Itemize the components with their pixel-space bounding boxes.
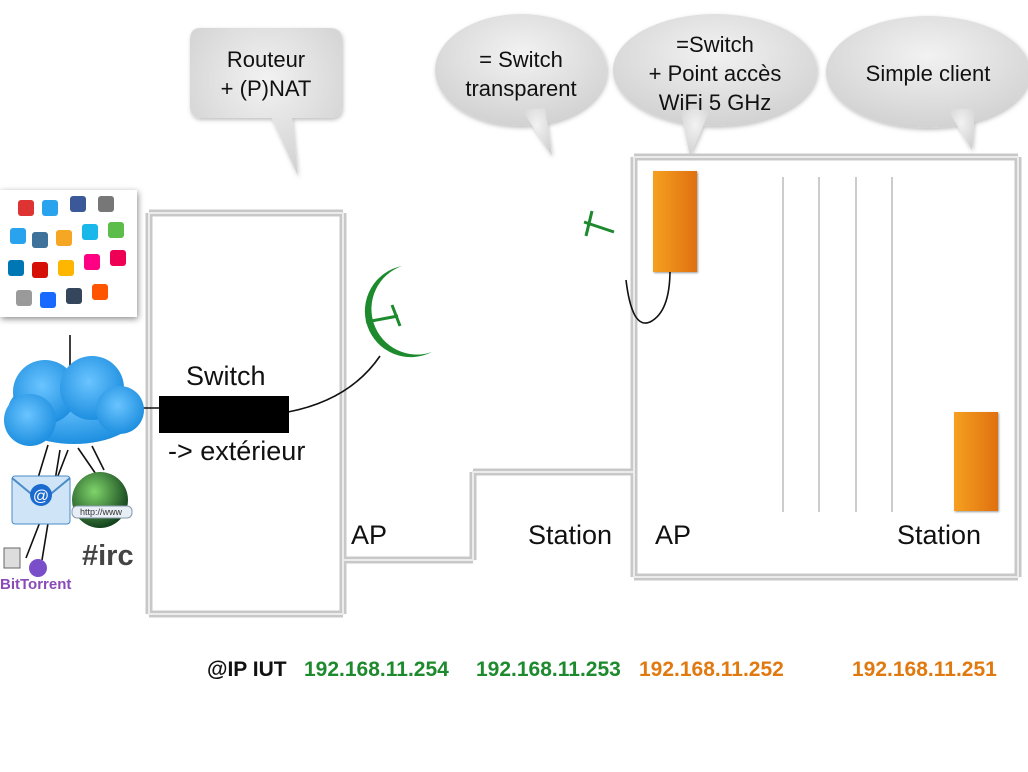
app-icon-3 <box>110 250 126 266</box>
antenna-right-icon <box>556 176 629 278</box>
internet-cloud-icon <box>4 335 160 561</box>
soundcloud-icon <box>92 284 108 300</box>
flickr-icon <box>84 254 100 270</box>
bubble-client <box>826 16 1028 150</box>
instagram-icon <box>32 232 48 248</box>
email-icon: @ <box>11 475 71 525</box>
ap-right-label: AP <box>655 520 692 550</box>
ip-address-253: 192.168.11.253 <box>476 658 621 681</box>
vimeo-icon <box>82 224 98 240</box>
client-lines <box>782 177 893 512</box>
ip-address-254: 192.168.11.254 <box>304 658 449 681</box>
cable-switch-antenna <box>287 355 381 413</box>
ap-device <box>653 171 697 272</box>
app-icon-1 <box>10 228 26 244</box>
youtube-icon <box>18 200 34 216</box>
ip-address-252: 192.168.11.252 <box>639 658 784 681</box>
bubble-router <box>190 28 342 176</box>
ap-left-label: AP <box>351 520 388 550</box>
ip-address-251: 192.168.11.251 <box>852 658 997 681</box>
wordpress-icon <box>98 196 114 212</box>
www-label: http://www <box>80 507 123 517</box>
bubble-transparent <box>435 14 607 156</box>
bubble-transparent-text: = Switch transparent <box>465 47 577 101</box>
bubble-client-text: Simple client <box>865 61 991 86</box>
app-icon-4 <box>16 290 32 306</box>
cable-ap-antenna <box>625 269 671 324</box>
station-device <box>954 412 998 511</box>
bubble-ap-switch-text: =Switch + Point accès WiFi 5 GHz <box>648 32 782 115</box>
ip-row-title: @IP IUT <box>207 658 287 681</box>
blogger-icon <box>56 230 72 246</box>
facebook-icon <box>70 196 86 212</box>
bittorrent-icon <box>3 547 47 577</box>
app-icon-2 <box>108 222 124 238</box>
svg-text:@: @ <box>33 488 49 505</box>
social-apps-photo <box>0 190 137 317</box>
picasa-icon <box>58 260 74 276</box>
behance-icon <box>40 292 56 308</box>
station-right-label: Station <box>897 520 982 550</box>
bittorrent-label: BitTorrent <box>0 576 72 593</box>
www-globe-icon <box>71 472 133 528</box>
antenna-left-icon <box>364 266 432 358</box>
twitter-icon <box>42 200 58 216</box>
lastfm-icon <box>32 262 48 278</box>
linkedin-icon <box>8 260 24 276</box>
bubble-ap-switch <box>613 14 817 156</box>
tumblr-icon <box>66 288 82 304</box>
bubble-router-text: Routeur + (P)NAT <box>220 47 312 101</box>
exterieur-label: -> extérieur <box>168 436 306 466</box>
irc-label: #irc <box>82 540 134 572</box>
switch-label: Switch <box>186 361 266 391</box>
station-left-label: Station <box>528 520 613 550</box>
switch-block <box>159 396 289 433</box>
